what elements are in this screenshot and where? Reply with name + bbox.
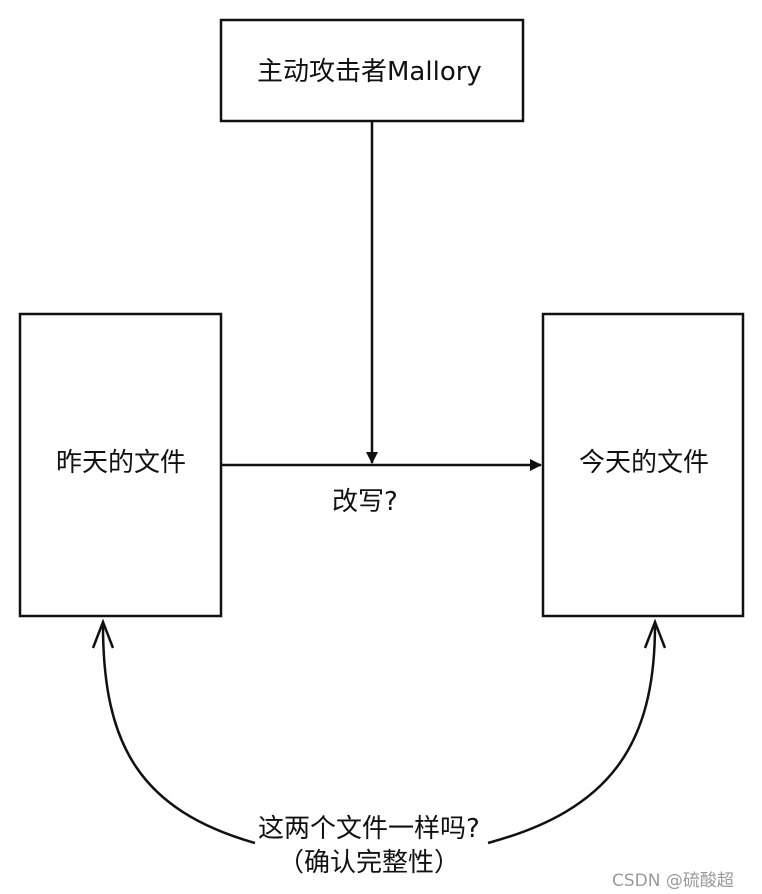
compare-curve-left: [101, 624, 256, 845]
today-file-label: 今天的文件: [579, 448, 710, 478]
attacker-box: [219, 18, 525, 123]
today-file-box: [541, 312, 745, 618]
compare-arrowhead-right: [643, 618, 667, 649]
integrity-note-label: （确认完整性）: [278, 848, 461, 878]
attacker-label: 主动攻击者Mallory: [257, 57, 482, 87]
compare-arrowhead-left: [91, 618, 115, 649]
modify-label: 改写?: [332, 487, 398, 517]
yesterday-file-box: [18, 312, 223, 618]
compare-question-label: 这两个文件一样吗?: [258, 814, 480, 844]
watermark: CSDN @硫酸超: [612, 871, 734, 891]
yesterday-file-label: 昨天的文件: [56, 448, 187, 478]
compare-curve-right: [487, 624, 657, 845]
